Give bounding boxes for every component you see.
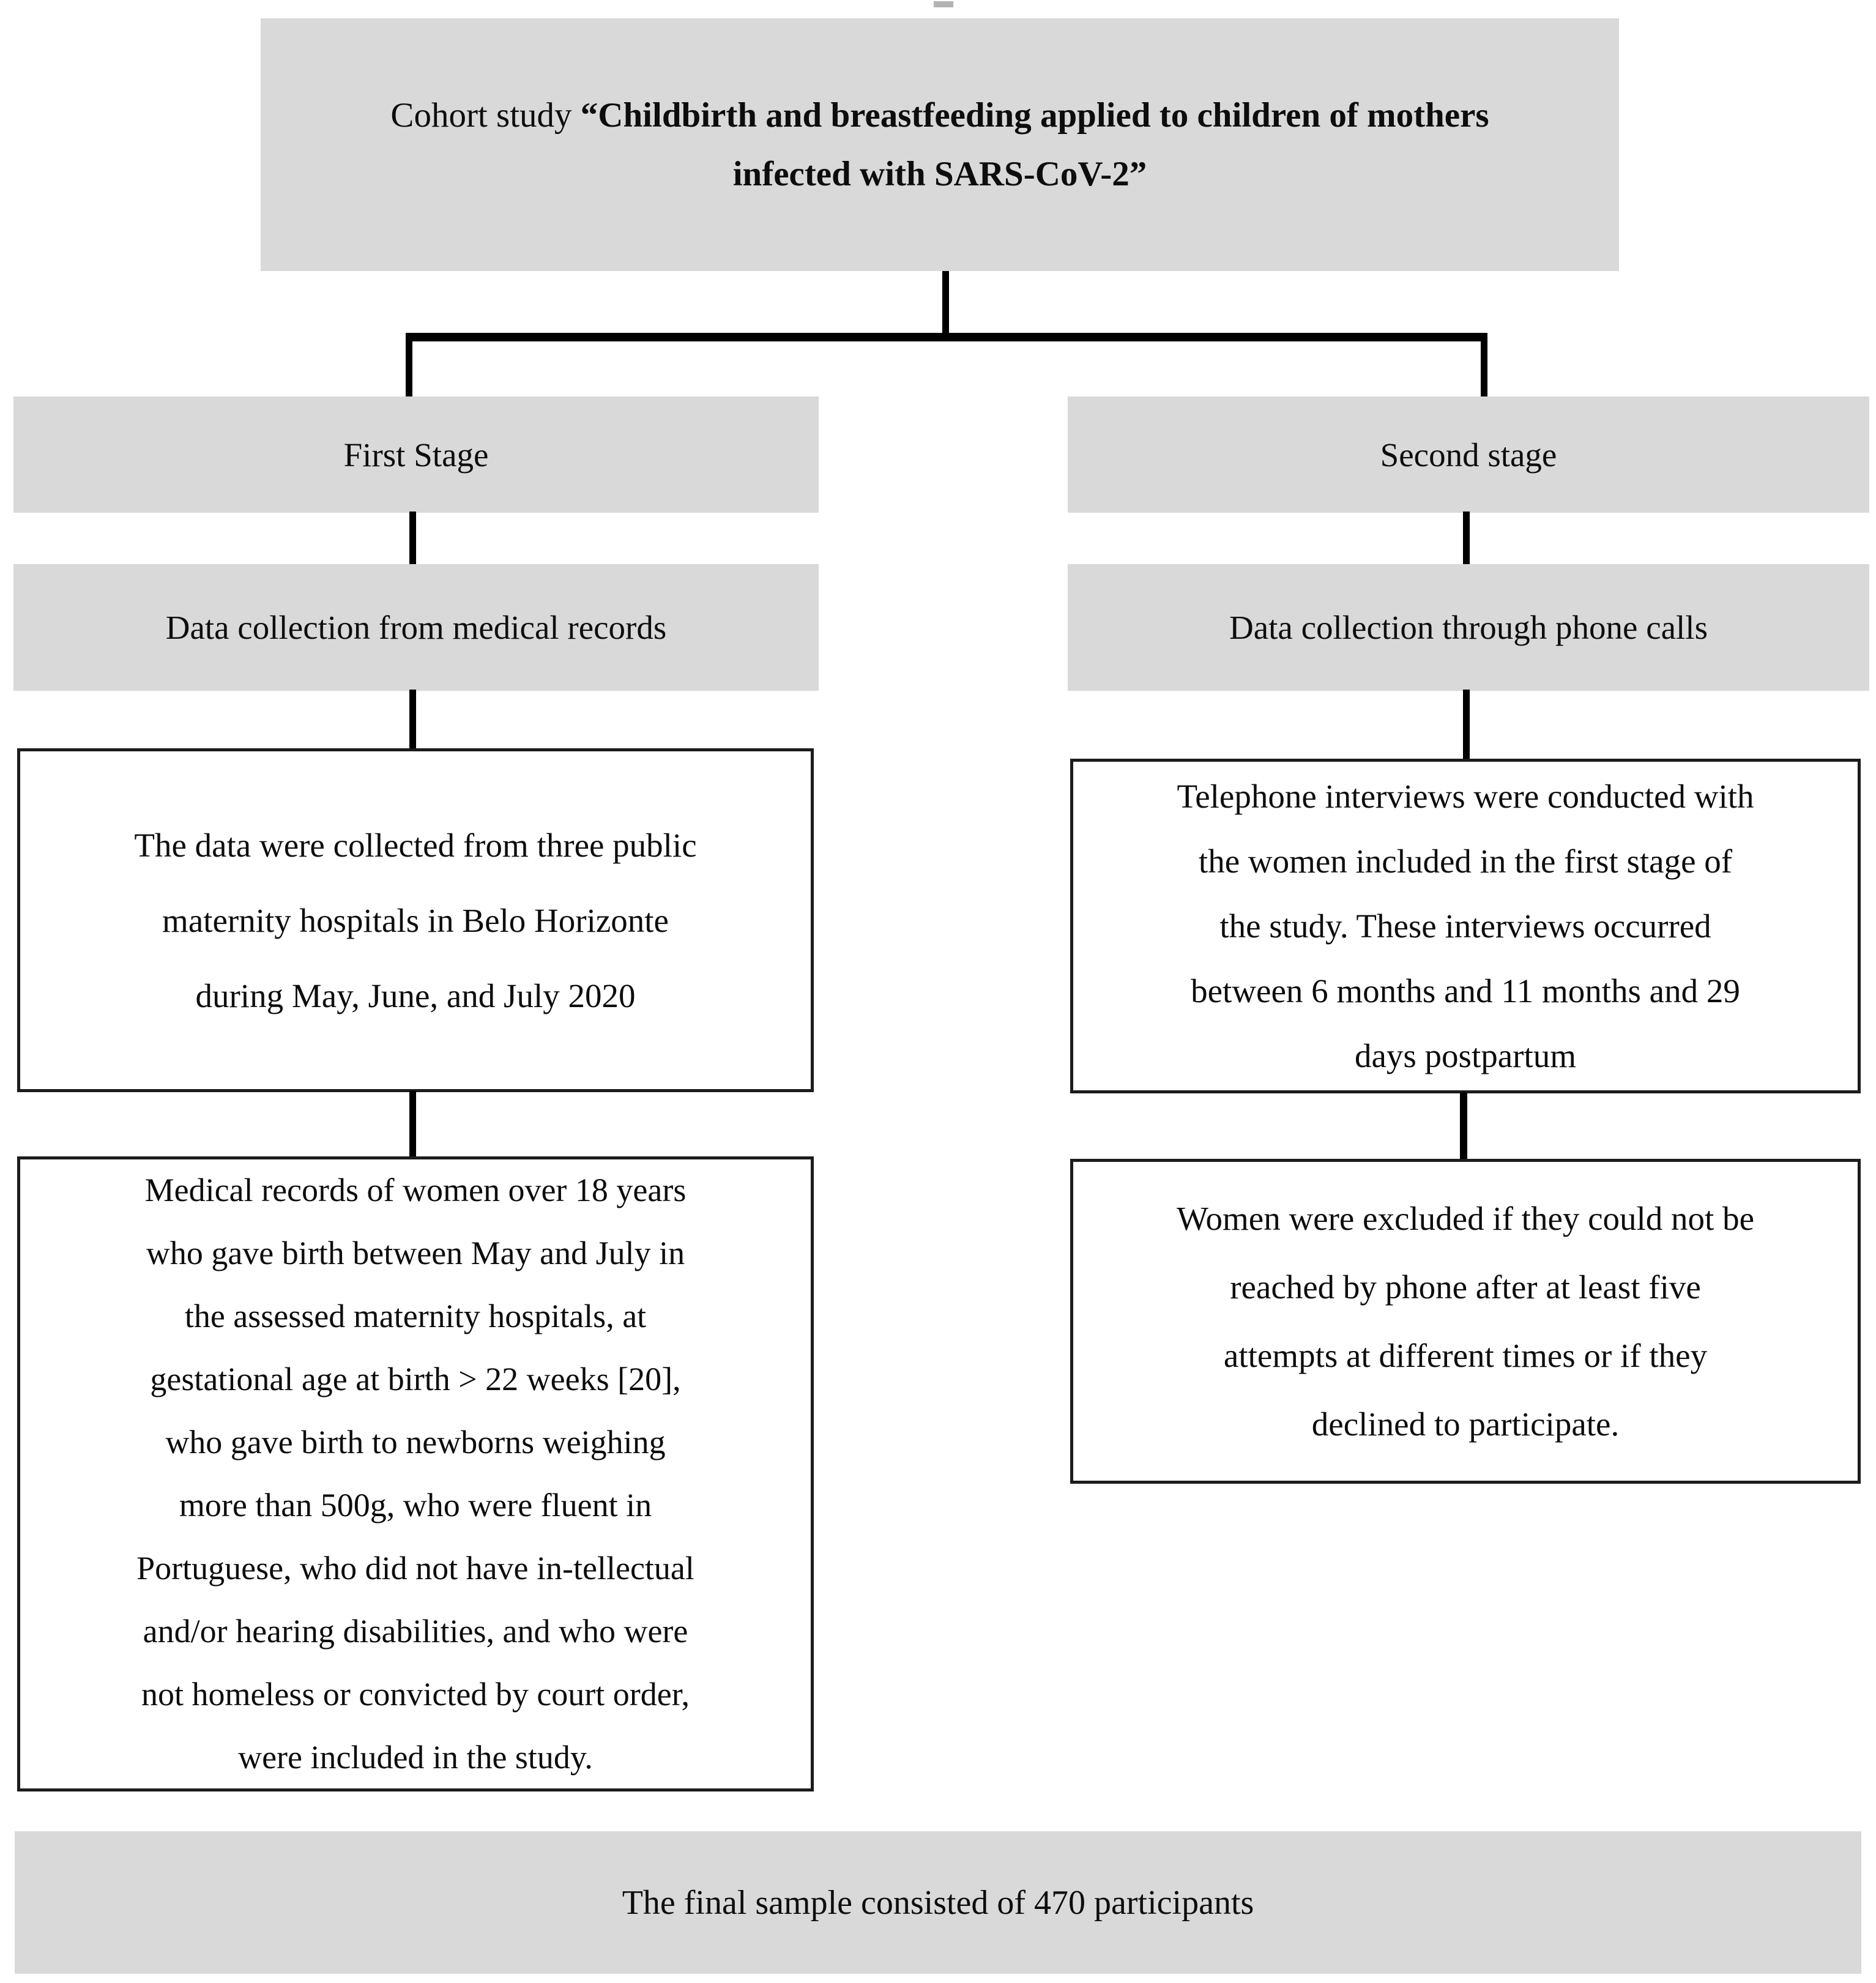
first-stage-label: First Stage <box>343 436 489 474</box>
hospitals-detail-text: The data were collected from three publi… <box>134 826 697 1014</box>
study-title-bold-line1: “Childbirth and breastfeeding applied to… <box>580 95 1489 135</box>
top-center-mark <box>934 1 953 7</box>
study-title-prefix: Cohort study <box>390 95 581 135</box>
telephone-interviews-box: Telephone interviews were conducted with… <box>1070 759 1861 1093</box>
study-title-box: Cohort study “Childbirth and breastfeedi… <box>261 18 1619 271</box>
connector-second-stage-to-calls <box>1463 512 1470 565</box>
connector-detail-to-criteria <box>409 1091 416 1158</box>
exclusion-criteria-text: Women were excluded if they could not be… <box>1177 1199 1754 1443</box>
connector-drop-first-stage <box>406 340 412 398</box>
study-title: Cohort study “Childbirth and breastfeedi… <box>390 86 1489 204</box>
connector-drop-second-stage <box>1481 340 1487 398</box>
final-sample-box: The final sample consisted of 470 partic… <box>15 1831 1861 1974</box>
inclusion-criteria-box: Medical records of women over 18 years w… <box>17 1156 814 1791</box>
calls-collection-box: Data collection through phone calls <box>1068 564 1869 691</box>
telephone-interviews-text: Telephone interviews were conducted with… <box>1177 777 1754 1074</box>
records-collection-box: Data collection from medical records <box>13 564 819 691</box>
calls-collection-label: Data collection through phone calls <box>1229 609 1708 646</box>
final-sample-text: The final sample consisted of 470 partic… <box>622 1883 1254 1922</box>
connector-branch-bar <box>406 333 1487 341</box>
exclusion-criteria-box: Women were excluded if they could not be… <box>1070 1159 1861 1484</box>
second-stage-label: Second stage <box>1380 436 1557 474</box>
hospitals-detail-box: The data were collected from three publi… <box>17 748 814 1092</box>
connector-records-to-detail <box>409 690 416 750</box>
records-collection-label: Data collection from medical records <box>165 609 667 646</box>
inclusion-criteria-text: Medical records of women over 18 years w… <box>136 1172 694 1776</box>
second-stage-box: Second stage <box>1068 396 1869 513</box>
connector-first-stage-to-records <box>409 512 416 565</box>
connector-calls-to-detail <box>1463 690 1470 760</box>
connector-detail-to-exclusion <box>1460 1092 1467 1160</box>
first-stage-box: First Stage <box>13 396 819 513</box>
connector-title-stem <box>942 271 949 336</box>
study-title-bold-line2: infected with SARS-CoV-2” <box>732 154 1147 193</box>
